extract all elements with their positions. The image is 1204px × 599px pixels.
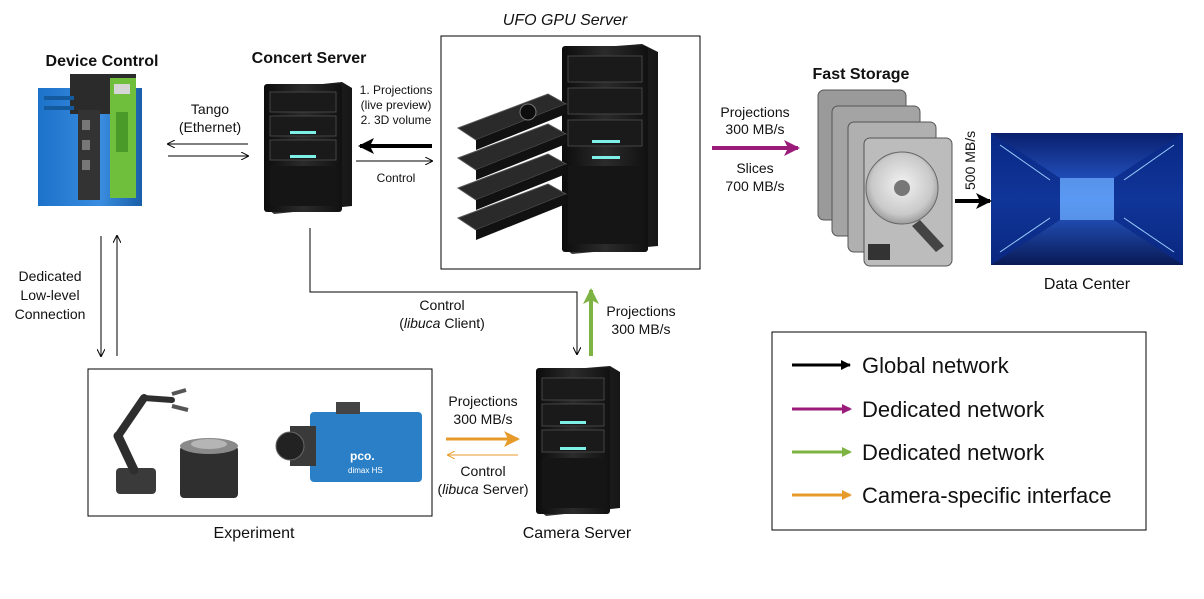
legend-item-0: Global network bbox=[792, 353, 1010, 378]
dedicated-label-line1: Dedicated bbox=[18, 268, 81, 284]
camera-ufo-label-line1: Projections bbox=[606, 303, 675, 319]
gpu-cards-icon bbox=[456, 93, 568, 240]
legend-label-0: Global network bbox=[862, 353, 1010, 378]
dedicated-label-line3: Connection bbox=[15, 306, 86, 322]
device-control-icon bbox=[38, 74, 142, 206]
ufo-gpu-server-tower-icon bbox=[562, 44, 658, 254]
concert-ufo-control-label: Control bbox=[377, 171, 416, 185]
concert-server-tower-icon bbox=[264, 82, 352, 214]
exp-control-label-line2: (libuca Server) bbox=[437, 481, 528, 497]
storage-datacenter-rate: 500 MB/s bbox=[962, 131, 978, 190]
exp-control-label-line1: Control bbox=[460, 463, 505, 479]
camera-server-title: Camera Server bbox=[523, 525, 632, 542]
concert-server-title: Concert Server bbox=[252, 50, 367, 67]
control-client-label-line1: Control bbox=[419, 297, 464, 313]
camera-brand-label: pco. bbox=[350, 449, 375, 463]
ufo-gpu-server-frame bbox=[440, 35, 701, 270]
dedicated-label-line2: Low-level bbox=[20, 287, 79, 303]
exp-control-libuca: libuca bbox=[442, 481, 479, 497]
legend-item-3: Camera-specific interface bbox=[792, 483, 1111, 508]
legend-item-1: Dedicated network bbox=[792, 397, 1045, 422]
concert-ufo-label-line2: (live preview) bbox=[361, 98, 432, 112]
control-client-libuca: libuca bbox=[404, 315, 441, 331]
ufo-storage-projections-label: Projections bbox=[720, 104, 789, 120]
legend-label-1: Dedicated network bbox=[862, 397, 1045, 422]
data-center-icon bbox=[991, 133, 1183, 265]
control-client-label-line2: (libuca Client) bbox=[399, 315, 485, 331]
camera-ufo-label-line2: 300 MB/s bbox=[611, 321, 670, 337]
rotation-stage-icon bbox=[180, 438, 238, 498]
control-client-suffix: Client) bbox=[440, 315, 484, 331]
concert-to-camera-control-arrow bbox=[309, 228, 577, 354]
exp-camera-label-line1: Projections bbox=[448, 393, 517, 409]
fast-storage-title: Fast Storage bbox=[813, 66, 910, 83]
legend-label-2: Dedicated network bbox=[862, 440, 1045, 465]
camera-model-label: dimax HS bbox=[348, 466, 383, 475]
experiment-title: Experiment bbox=[214, 525, 295, 542]
concert-ufo-label-line1: 1. Projections bbox=[360, 83, 433, 97]
ufo-storage-projections-rate: 300 MB/s bbox=[725, 121, 784, 137]
experiment-frame bbox=[87, 368, 433, 517]
exp-camera-label-line2: 300 MB/s bbox=[453, 411, 512, 427]
camera-server-tower-icon bbox=[536, 366, 620, 516]
device-control-title: Device Control bbox=[46, 53, 159, 70]
robot-arm-icon bbox=[113, 388, 189, 494]
data-center-title: Data Center bbox=[1044, 276, 1131, 293]
legend-label-3: Camera-specific interface bbox=[862, 483, 1111, 508]
legend-item-2: Dedicated network bbox=[792, 440, 1045, 465]
ufo-storage-slices-rate: 700 MB/s bbox=[725, 178, 784, 194]
concert-ufo-label-line3: 2. 3D volume bbox=[361, 113, 432, 127]
ufo-storage-slices-label: Slices bbox=[736, 160, 773, 176]
tango-label-line1: Tango bbox=[191, 101, 229, 117]
ufo-gpu-server-title: UFO GPU Server bbox=[503, 12, 628, 29]
camera-icon: pco. dimax HS bbox=[275, 402, 422, 482]
tango-label-line2: (Ethernet) bbox=[179, 119, 241, 135]
hard-disk-stack-icon bbox=[817, 89, 953, 267]
exp-control-suffix: Server) bbox=[479, 481, 529, 497]
